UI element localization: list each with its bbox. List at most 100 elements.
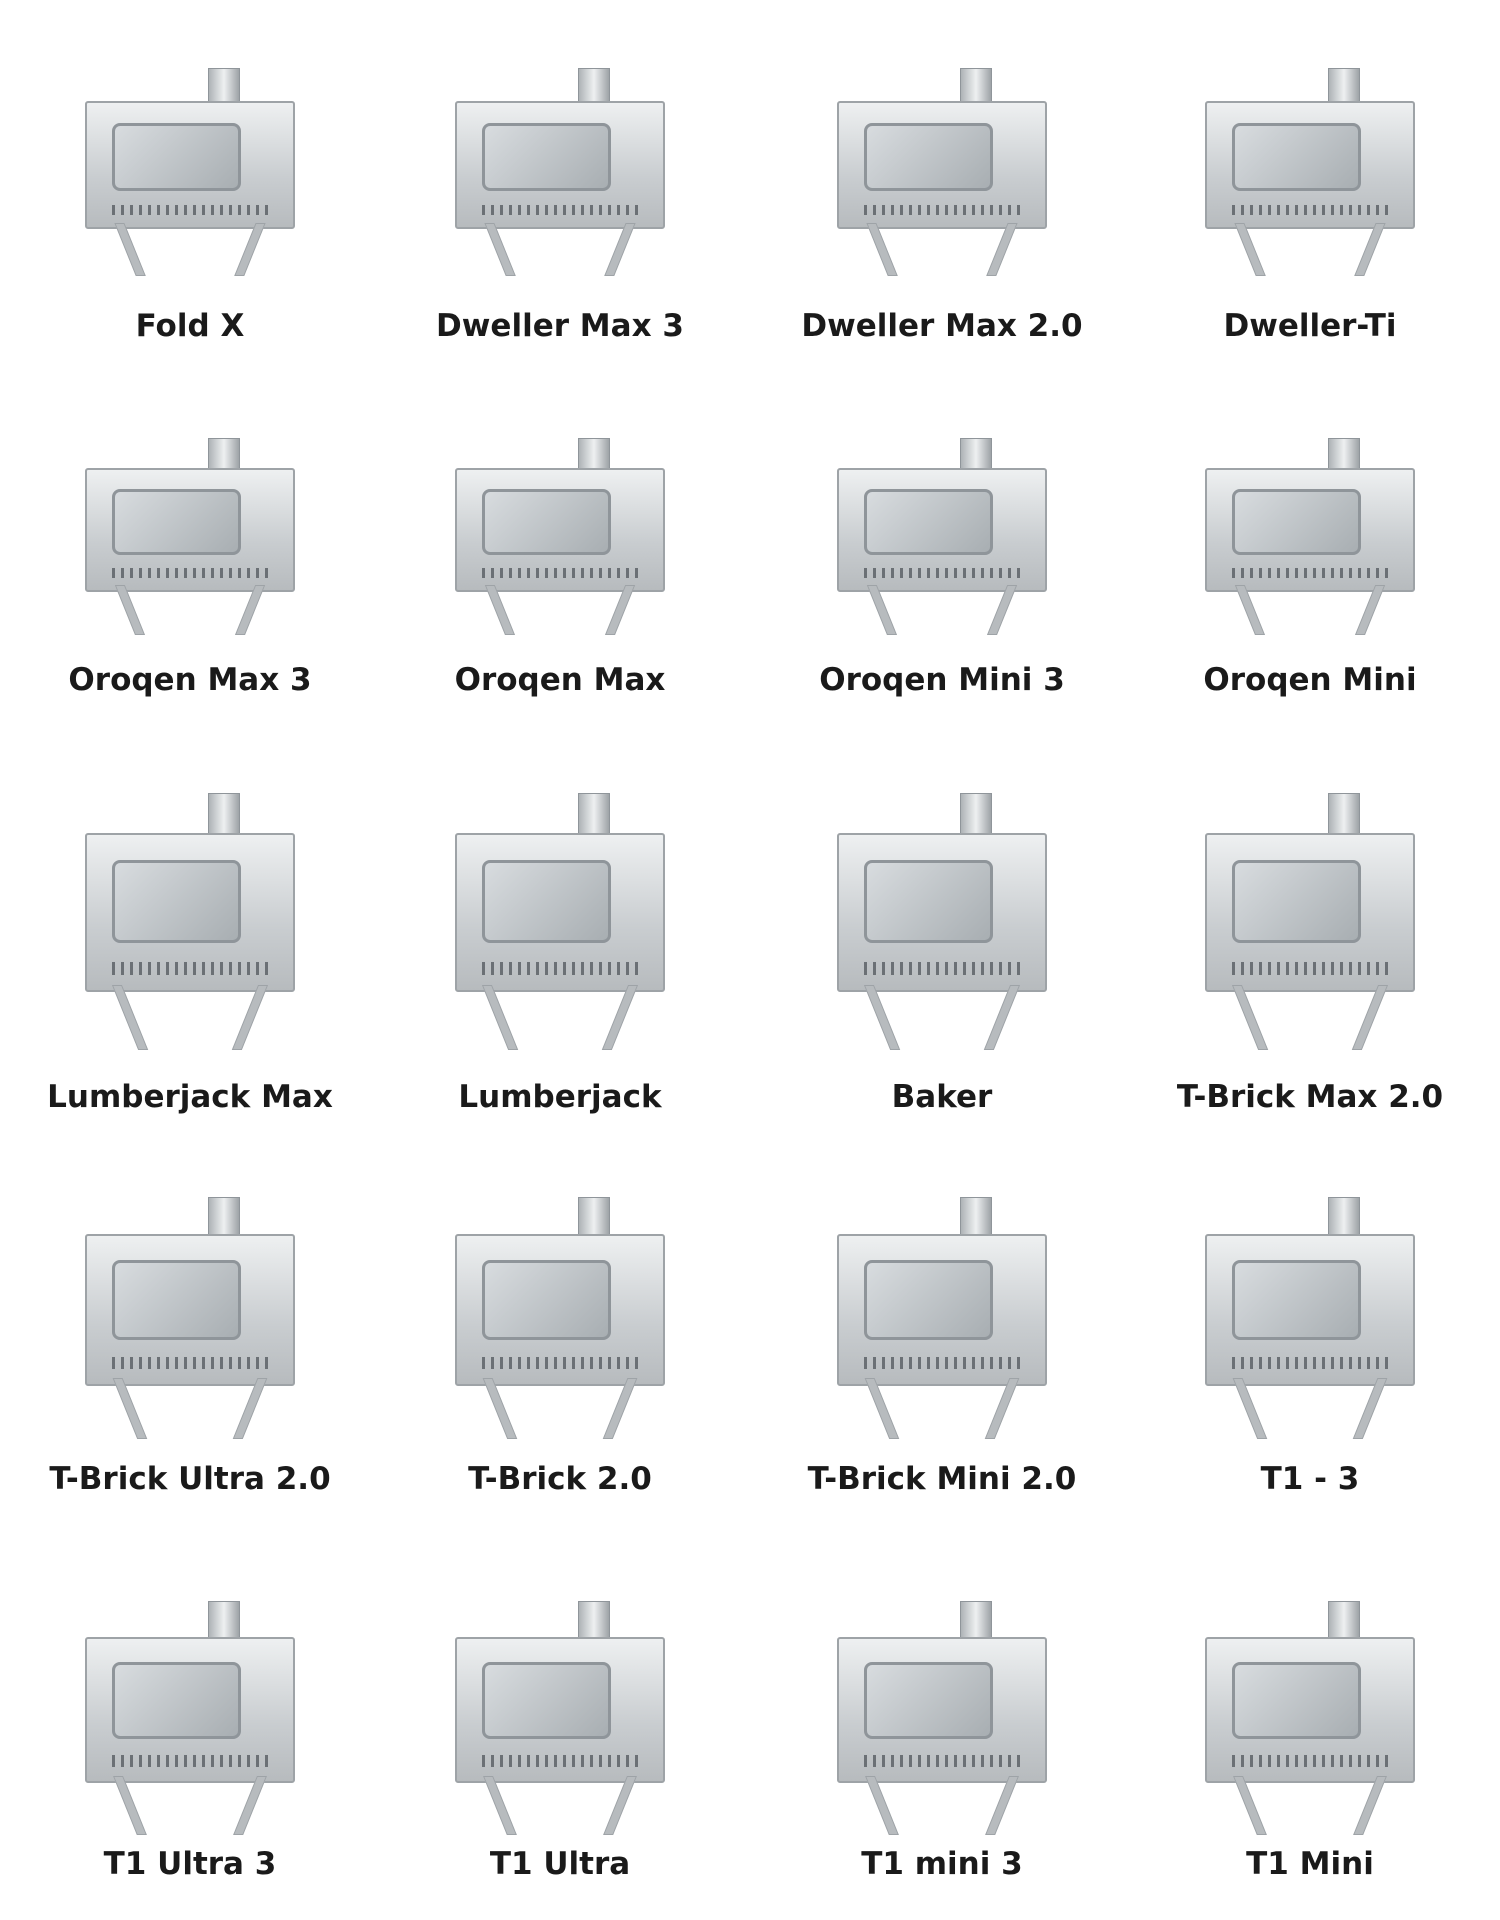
stove-leg <box>1353 1775 1387 1835</box>
stove-illustration <box>1185 420 1435 640</box>
air-vent <box>863 1357 1021 1369</box>
product-name: Dweller Max 2.0 <box>801 308 1083 344</box>
stove-image <box>762 770 1122 1055</box>
product-name: Lumberjack <box>458 1079 662 1115</box>
chimney-pipe <box>1328 1196 1360 1240</box>
stove-leg <box>1354 222 1386 276</box>
stove-leg <box>112 1378 148 1440</box>
chimney-pipe <box>1328 437 1360 473</box>
stove-image <box>762 1580 1122 1840</box>
product-name: T1 mini 3 <box>861 1846 1023 1882</box>
stove-illustration <box>435 1580 685 1840</box>
air-vent <box>111 1755 269 1767</box>
chimney-pipe <box>208 1600 240 1642</box>
stove-leg <box>1233 1775 1267 1835</box>
stove-body <box>455 832 665 993</box>
chimney-pipe <box>208 1196 240 1240</box>
glass-window <box>481 859 612 944</box>
product-name: Oroqen Mini 3 <box>819 662 1065 698</box>
stove-illustration <box>817 770 1067 1055</box>
stove-image <box>10 1175 370 1445</box>
stove-image <box>10 1580 370 1840</box>
stove-leg <box>482 1378 518 1440</box>
glass-window <box>863 1259 994 1340</box>
stove-body <box>85 468 295 592</box>
stove-body <box>455 468 665 592</box>
product-name: Dweller Max 3 <box>436 308 684 344</box>
stove-leg <box>113 1775 147 1835</box>
chimney-pipe <box>208 792 240 838</box>
stove-image <box>380 420 740 640</box>
glass-window <box>1231 1661 1362 1739</box>
glass-window <box>481 1259 612 1340</box>
glass-window <box>1231 1259 1362 1340</box>
stove-leg <box>985 1775 1019 1835</box>
air-vent <box>863 568 1021 578</box>
stove-body <box>837 832 1047 993</box>
air-vent <box>481 204 639 215</box>
chimney-pipe <box>960 68 992 105</box>
air-vent <box>111 568 269 578</box>
product-name: T1 - 3 <box>1260 1461 1360 1497</box>
stove-leg <box>866 585 898 636</box>
stove-illustration <box>817 50 1067 280</box>
chimney-pipe <box>1328 792 1360 838</box>
stove-leg <box>114 222 146 276</box>
stove-leg <box>233 1775 267 1835</box>
chimney-pipe <box>960 437 992 473</box>
stove-body <box>85 832 295 993</box>
air-vent <box>863 962 1021 975</box>
chimney-pipe <box>578 792 610 838</box>
stove-leg <box>1351 984 1389 1050</box>
chimney-pipe <box>578 68 610 105</box>
air-vent <box>863 204 1021 215</box>
stove-leg <box>234 222 266 276</box>
stove-image <box>380 770 740 1055</box>
stove-image <box>10 50 370 280</box>
stove-illustration <box>817 420 1067 640</box>
stove-body <box>85 1234 295 1386</box>
stove-illustration <box>435 770 685 1055</box>
stove-body <box>837 468 1047 592</box>
chimney-pipe <box>578 1600 610 1642</box>
glass-window <box>863 859 994 944</box>
stove-body <box>1205 1234 1415 1386</box>
air-vent <box>1231 204 1389 215</box>
stove-body <box>1205 832 1415 993</box>
glass-window <box>481 489 612 556</box>
air-vent <box>111 962 269 975</box>
stove-image <box>380 1580 740 1840</box>
air-vent <box>111 204 269 215</box>
glass-window <box>111 1259 242 1340</box>
stove-leg <box>1354 585 1386 636</box>
glass-window <box>111 859 242 944</box>
stove-leg <box>484 222 516 276</box>
stove-body <box>1205 468 1415 592</box>
chimney-pipe <box>1328 68 1360 105</box>
stove-illustration <box>817 1175 1067 1445</box>
stove-leg <box>1231 984 1269 1050</box>
stove-illustration <box>435 1175 685 1445</box>
stove-leg <box>866 222 898 276</box>
air-vent <box>863 1755 1021 1767</box>
stove-body <box>837 1637 1047 1783</box>
stove-image <box>10 420 370 640</box>
stove-illustration <box>1185 1175 1435 1445</box>
stove-leg <box>1234 585 1266 636</box>
stove-illustration <box>65 1175 315 1445</box>
glass-window <box>111 122 242 191</box>
air-vent <box>481 568 639 578</box>
stove-image <box>1130 1580 1490 1840</box>
stove-body <box>85 1637 295 1783</box>
stove-leg <box>863 984 901 1050</box>
stove-image <box>1130 420 1490 640</box>
stove-image <box>1130 1175 1490 1445</box>
stove-image <box>380 50 740 280</box>
chimney-pipe <box>1328 1600 1360 1642</box>
stove-body <box>455 1637 665 1783</box>
glass-window <box>481 1661 612 1739</box>
glass-window <box>1231 859 1362 944</box>
stove-illustration <box>1185 1580 1435 1840</box>
stove-body <box>1205 100 1415 230</box>
glass-window <box>111 489 242 556</box>
